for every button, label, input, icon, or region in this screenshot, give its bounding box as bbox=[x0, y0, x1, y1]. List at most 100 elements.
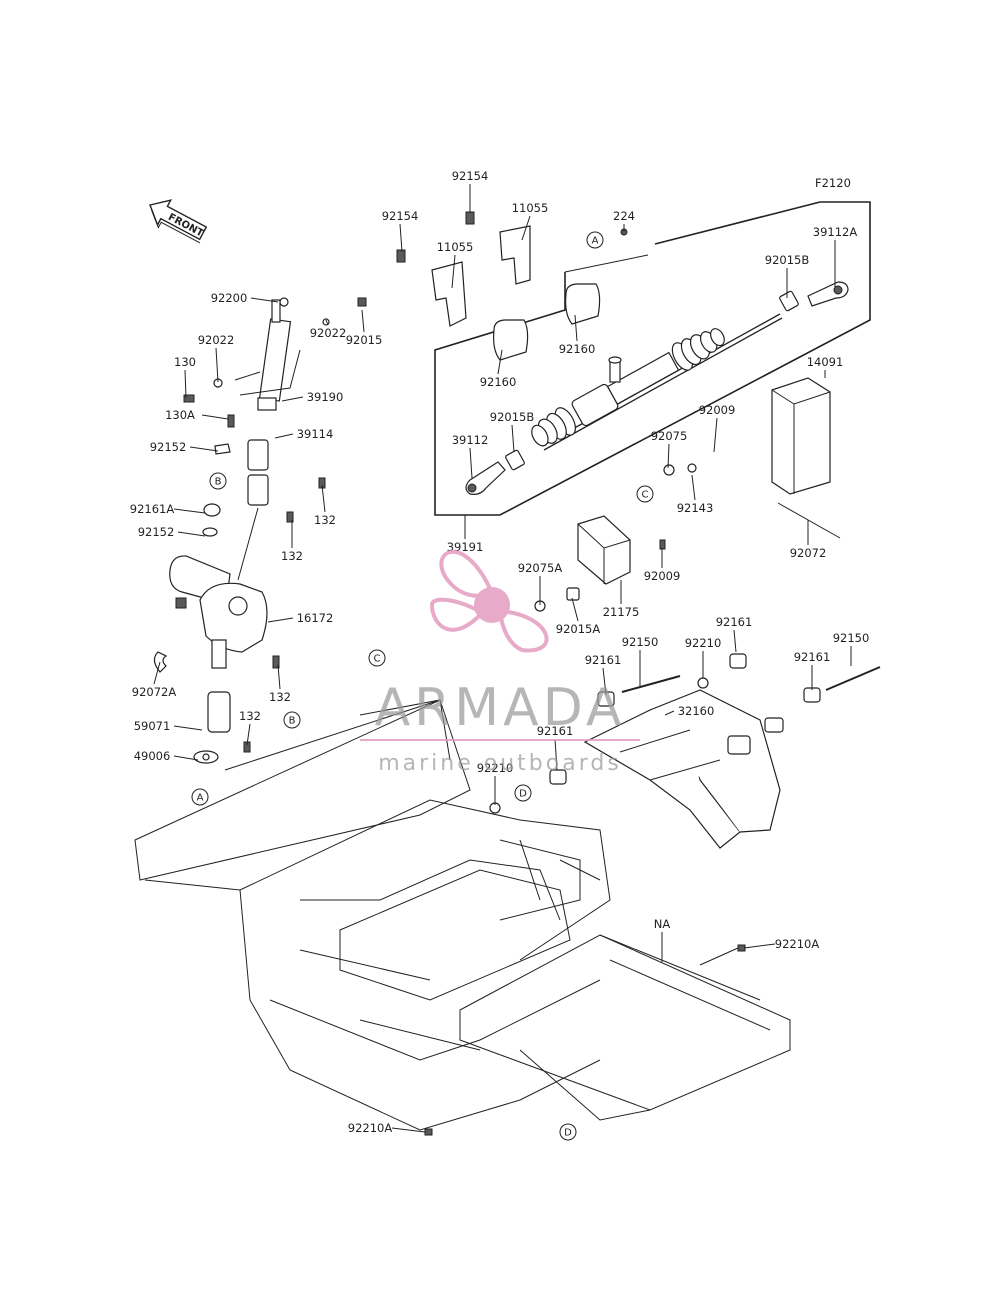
part-label-92009: 92009 bbox=[644, 569, 681, 583]
leader-line bbox=[399, 223, 403, 253]
callout-letter: B bbox=[289, 716, 296, 727]
part-label-92200: 92200 bbox=[211, 291, 248, 305]
callout-b: B bbox=[209, 472, 227, 490]
leader-line bbox=[281, 396, 304, 402]
part-label-14091: 14091 bbox=[807, 355, 844, 369]
rack-brackets bbox=[396, 211, 628, 361]
tie-rod-end-left bbox=[465, 449, 525, 495]
tie-rod-end-right bbox=[779, 281, 849, 312]
leader-line bbox=[267, 617, 294, 623]
part-label-21175: 21175 bbox=[603, 605, 640, 619]
part-label-na: NA bbox=[654, 917, 671, 931]
leader-line bbox=[250, 297, 279, 303]
part-labels: 9215411055921541105522439112A92015B92200… bbox=[130, 169, 870, 1135]
part-label-92160: 92160 bbox=[480, 375, 517, 389]
leader-line bbox=[153, 661, 161, 685]
leader-line bbox=[713, 417, 718, 453]
part-label-92015b: 92015B bbox=[765, 253, 810, 267]
callout-a: A bbox=[191, 788, 209, 806]
leader-line bbox=[602, 667, 607, 696]
part-label-92161: 92161 bbox=[794, 650, 831, 664]
leader-line bbox=[173, 725, 203, 731]
part-label-224: 224 bbox=[613, 209, 635, 223]
part-label-92075a: 92075A bbox=[518, 561, 563, 575]
callout-letter: A bbox=[592, 236, 599, 247]
part-label-92143: 92143 bbox=[677, 501, 714, 515]
part-label-49006: 49006 bbox=[134, 749, 171, 763]
leader-line bbox=[215, 347, 219, 383]
leader-line bbox=[664, 710, 675, 716]
part-label-92015: 92015 bbox=[346, 333, 383, 347]
leader-line bbox=[361, 309, 365, 333]
leader-line bbox=[691, 474, 696, 501]
leader-line bbox=[469, 447, 473, 479]
callout-letter: A bbox=[197, 793, 204, 804]
part-label-92161: 92161 bbox=[716, 615, 753, 629]
part-label-92154: 92154 bbox=[382, 209, 419, 223]
universal-joint-lower bbox=[153, 651, 280, 764]
part-label-92009: 92009 bbox=[699, 403, 736, 417]
leader-line bbox=[574, 314, 578, 342]
leader-line bbox=[173, 755, 199, 761]
leader-line bbox=[521, 215, 531, 241]
leader-line bbox=[743, 943, 776, 949]
leader-line bbox=[667, 443, 670, 469]
part-label-11055: 11055 bbox=[512, 201, 549, 215]
part-label-59071: 59071 bbox=[134, 719, 171, 733]
leader-line bbox=[246, 723, 251, 746]
part-label-92161: 92161 bbox=[537, 724, 574, 738]
steering-rack bbox=[531, 313, 783, 451]
part-label-130: 130 bbox=[174, 355, 196, 369]
part-label-39114: 39114 bbox=[297, 427, 334, 441]
leader-line bbox=[274, 433, 294, 439]
front-arrow-icon: FRONT bbox=[149, 199, 208, 244]
front-a-arm-32160 bbox=[583, 689, 784, 849]
part-label-92072: 92072 bbox=[790, 546, 827, 560]
part-label-92150: 92150 bbox=[833, 631, 870, 645]
figure-code: F2120 bbox=[815, 176, 851, 190]
universal-joint-upper bbox=[214, 414, 326, 523]
part-label-11055: 11055 bbox=[437, 240, 474, 254]
part-label-92154: 92154 bbox=[452, 169, 489, 183]
leader-line bbox=[177, 531, 206, 537]
callout-letter: B bbox=[215, 477, 222, 488]
eps-module-21175 bbox=[534, 463, 697, 612]
watermark-tagline: marine outboards bbox=[378, 751, 622, 776]
a-arm-hardware bbox=[489, 653, 881, 814]
callout-letter: D bbox=[564, 1128, 572, 1139]
part-label-92210a: 92210A bbox=[775, 937, 820, 951]
leader-line bbox=[451, 254, 456, 289]
watermark-brand: ARMADA bbox=[375, 678, 626, 738]
leader-line bbox=[497, 349, 503, 375]
part-label-130a: 130A bbox=[165, 408, 195, 422]
vehicle-frame bbox=[134, 699, 791, 1136]
part-label-39112a: 39112A bbox=[813, 225, 858, 239]
armada-logo: ARMADA marine outboards bbox=[360, 549, 640, 776]
part-label-92210: 92210 bbox=[477, 761, 514, 775]
leader-line bbox=[184, 369, 187, 399]
leader-line bbox=[321, 484, 326, 513]
part-label-132: 132 bbox=[314, 513, 336, 527]
part-label-92015b: 92015B bbox=[490, 410, 535, 424]
part-label-92161a: 92161A bbox=[130, 502, 175, 516]
leader-line bbox=[173, 508, 206, 514]
leader-line bbox=[391, 1127, 426, 1133]
leader-line bbox=[571, 597, 579, 622]
part-label-92072a: 92072A bbox=[132, 685, 177, 699]
part-label-39190: 39190 bbox=[307, 390, 344, 404]
leader-line bbox=[733, 629, 737, 653]
part-label-92152: 92152 bbox=[150, 440, 187, 454]
part-label-92150: 92150 bbox=[622, 635, 659, 649]
callout-letter: C bbox=[374, 654, 381, 665]
part-label-92152: 92152 bbox=[138, 525, 175, 539]
part-label-92022: 92022 bbox=[310, 326, 347, 340]
part-label-132: 132 bbox=[281, 549, 303, 563]
part-label-92160: 92160 bbox=[559, 342, 596, 356]
leader-lines bbox=[153, 184, 852, 1133]
bushings bbox=[202, 503, 221, 537]
part-label-92210: 92210 bbox=[685, 636, 722, 650]
callout-c: C bbox=[368, 649, 386, 667]
eps-unit-16172 bbox=[169, 555, 268, 669]
